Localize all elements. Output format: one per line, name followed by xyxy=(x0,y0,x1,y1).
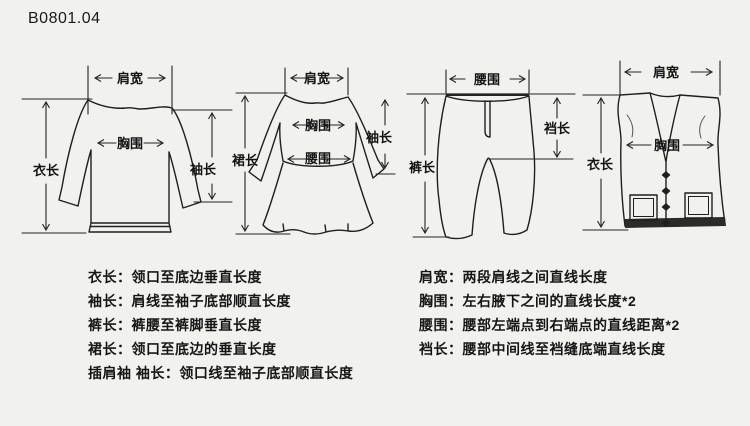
vest-button xyxy=(661,187,671,195)
sweater-chest-label: 胸围 xyxy=(117,136,143,151)
vest-chest-label: 胸围 xyxy=(654,138,680,153)
vest-shoulder-label: 肩宽 xyxy=(653,65,679,80)
vest-arrowheads xyxy=(597,68,715,229)
pants-outline xyxy=(436,95,536,240)
vest-pocket-left-inner xyxy=(633,198,654,217)
sweater-outline xyxy=(58,99,202,233)
dress-shoulder-label: 肩宽 xyxy=(304,71,330,86)
vest-button xyxy=(661,171,671,179)
vest-measure-lines xyxy=(582,60,721,231)
definition-line: 衣长：领口至底边垂直长度 xyxy=(88,269,262,285)
vest-button xyxy=(661,203,671,211)
sweater-diagram: 肩宽 胸围 衣长 袖长 xyxy=(21,65,233,234)
vest-button xyxy=(661,219,671,227)
vest-buttons xyxy=(661,171,671,227)
dress-chest-label: 胸围 xyxy=(305,118,331,133)
pants-arrowheads xyxy=(421,75,561,235)
pants-length-label: 裤长 xyxy=(408,160,436,175)
dress-arrowheads xyxy=(241,74,389,233)
dress-outline xyxy=(248,94,385,235)
definition-line: 裆长：腰部中间线至裆缝底端直线长度 xyxy=(419,341,666,357)
definition-line: 胸围：左右腋下之间的直线长度*2 xyxy=(419,293,637,309)
sweater-sleeve-length-label: 袖长 xyxy=(190,162,217,177)
pants-measure-lines xyxy=(406,69,576,238)
sweater-arrowheads xyxy=(42,74,216,232)
definitions-left-column: 衣长：领口至底边垂直长度 袖长：肩线至袖子底部顺直长度 裤长：裤腰至裤脚垂直长度… xyxy=(88,265,353,385)
vest-body-length-label: 衣长 xyxy=(587,157,614,172)
dress-sleeve-length-label: 袖长 xyxy=(366,130,393,145)
vest-pocket-left xyxy=(629,194,658,221)
dress-diagram: 肩宽 胸围 腰围 裙长 袖长 xyxy=(232,67,396,235)
vest-darts xyxy=(626,114,706,139)
definition-line: 腰围：腰部左端点到右端点的直线距离*2 xyxy=(419,317,680,333)
definition-line: 袖长：肩线至袖子底部顺直长度 xyxy=(88,293,291,309)
definition-line: 裙长：领口至底边的垂直长度 xyxy=(88,341,277,357)
vest-diagram: 肩宽 胸围 衣长 xyxy=(582,60,726,231)
vest-outline xyxy=(617,92,726,227)
definition-line: 肩宽：两段肩线之间直线长度 xyxy=(419,269,608,285)
definition-line: 裤长：裤腰至裤脚垂直长度 xyxy=(88,317,262,333)
vest-pocket-right xyxy=(684,192,713,219)
sweater-measure-lines xyxy=(21,65,233,234)
definition-line: 插肩袖 袖长：领口线至袖子底部顺直长度 xyxy=(88,365,354,381)
pants-waist-label: 腰围 xyxy=(473,72,500,87)
dress-waist-label: 腰围 xyxy=(304,151,331,166)
sweater-shoulder-label: 肩宽 xyxy=(117,71,143,86)
definitions-right-column: 肩宽：两段肩线之间直线长度 胸围：左右腋下之间的直线长度*2 腰围：腰部左端点到… xyxy=(419,265,680,361)
dress-skirt-length-label: 裙长 xyxy=(232,153,259,168)
pants-diagram: 腰围 裆长 裤长 xyxy=(406,69,576,240)
product-code: B0801.04 xyxy=(28,10,101,27)
vest-pocket-right-inner xyxy=(688,196,709,215)
dress-measure-lines xyxy=(235,67,396,235)
sweater-body-length-label: 衣长 xyxy=(33,163,60,178)
pants-crotch-length-label: 裆长 xyxy=(543,121,571,136)
